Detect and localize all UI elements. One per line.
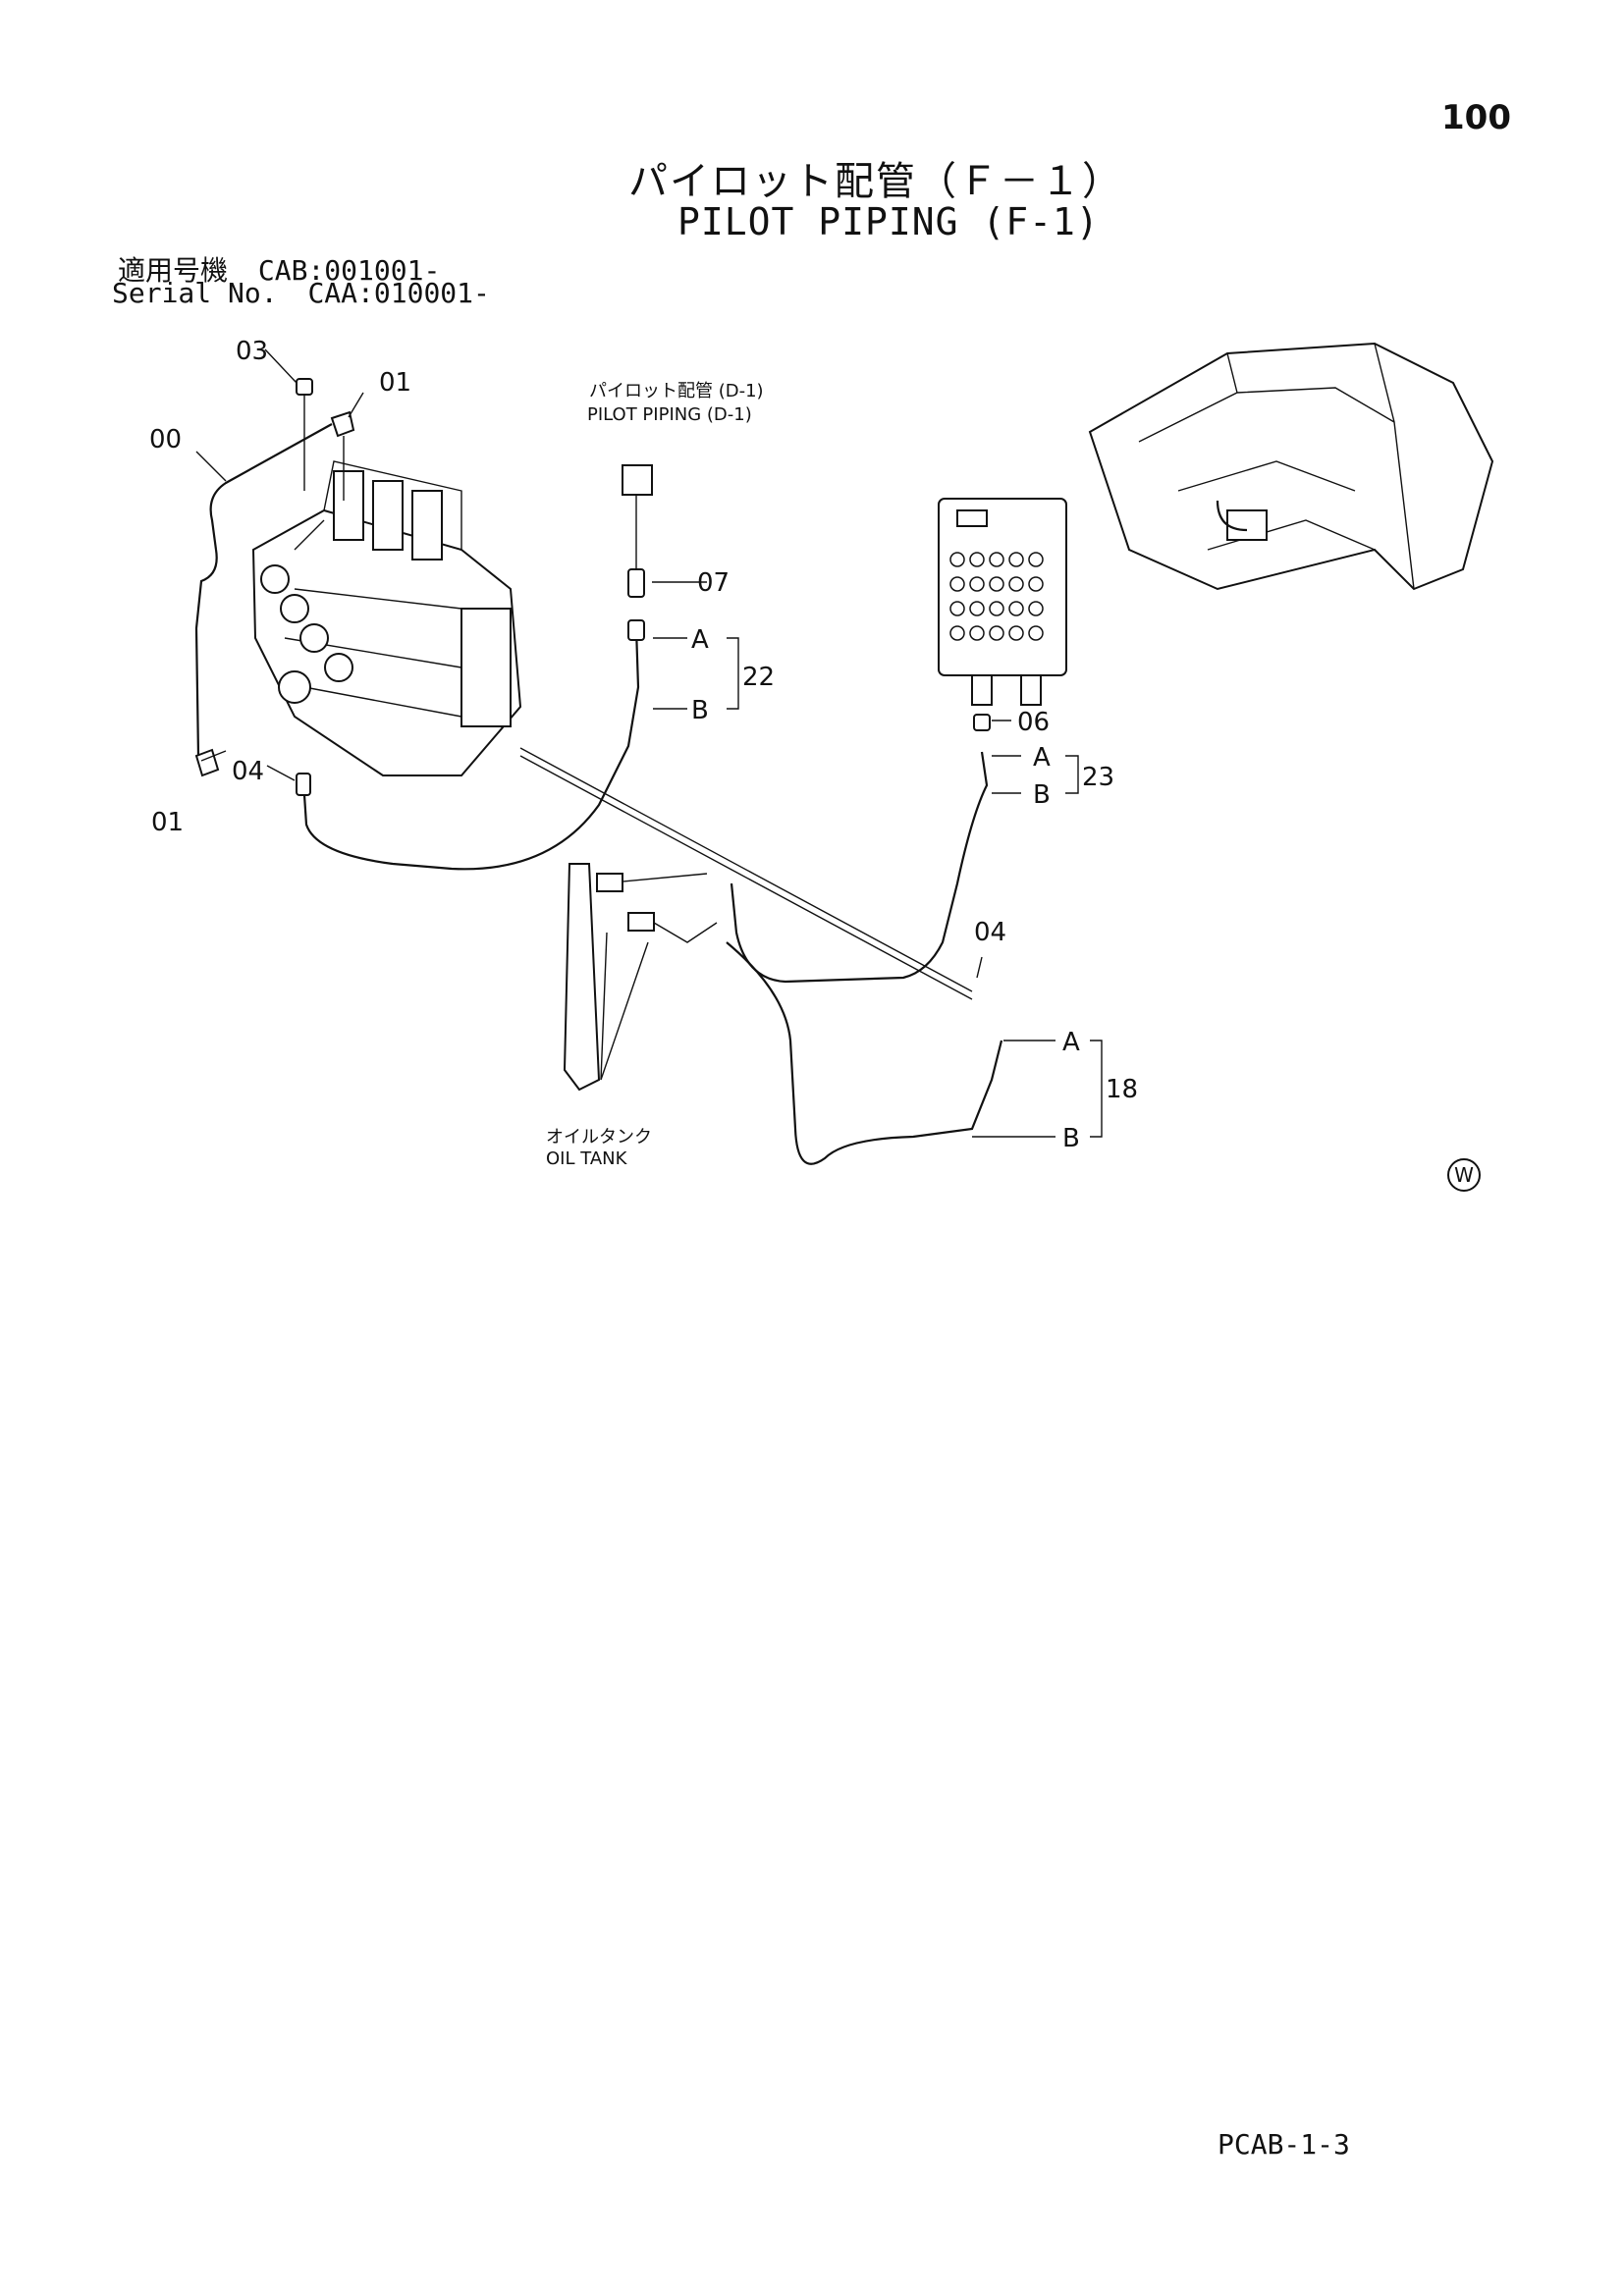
callout-04-left: 04 [232, 757, 264, 786]
fitting-06 [973, 714, 991, 731]
page-title-english: PILOT PIPING (F-1) [677, 200, 1100, 243]
port-b-23: B [1033, 780, 1051, 810]
fitting-01-bottom [194, 748, 220, 777]
excavator-location-diagram [1088, 342, 1494, 591]
footer-code: PCAB-1-3 [1218, 2128, 1350, 2161]
oil-tank-label-en: OIL TANK [546, 1148, 628, 1169]
pilot-valve-block [938, 498, 1067, 706]
fitting-04-left [296, 773, 311, 796]
callout-03: 03 [236, 337, 268, 366]
fitting-07 [622, 464, 653, 641]
diagonal-pipe [519, 747, 973, 1000]
serial-value: CAA:010001- [307, 277, 490, 309]
callout-01-top: 01 [379, 368, 411, 398]
fitting-03 [296, 378, 313, 491]
w-mark-icon: W [1447, 1158, 1481, 1192]
reference-label-jp: パイロット配管 (D-1) [589, 381, 764, 401]
port-b-22: B [691, 696, 709, 725]
callout-07: 07 [697, 568, 730, 598]
page-number: 100 [1441, 98, 1511, 137]
port-a-18: A [1062, 1028, 1080, 1057]
port-b-18: B [1062, 1124, 1080, 1153]
callout-22: 22 [742, 663, 775, 692]
fitting-01-top [330, 410, 355, 501]
hose-to-line-22 [302, 627, 640, 871]
callout-01-bottom: 01 [151, 808, 184, 837]
applicable-label: 適用号機 [118, 254, 229, 287]
applicable-value: CAB:001001- [257, 254, 441, 287]
port-a-22: A [691, 625, 709, 655]
control-valve-assembly [251, 460, 522, 776]
port-a-23: A [1033, 743, 1051, 773]
hose-18 [726, 941, 1003, 1165]
callout-04-right: 04 [974, 918, 1006, 947]
callout-18: 18 [1106, 1075, 1138, 1104]
reference-label-en: PILOT PIPING (D-1) [587, 404, 752, 425]
callout-06: 06 [1017, 708, 1050, 737]
callout-00: 00 [149, 425, 182, 454]
applicable-models-row: 適用号機 CAB:001001- [118, 249, 440, 289]
callout-23: 23 [1082, 763, 1114, 792]
oil-tank [563, 863, 718, 1092]
page-title-japanese: パイロット配管（Ｆ－１） [628, 159, 1123, 204]
serial-number-row: Serial No. CAA:010001- [112, 277, 490, 309]
leader-lines [195, 348, 1103, 1138]
oil-tank-label-jp: オイルタンク [546, 1127, 652, 1148]
serial-label: Serial No. [112, 277, 278, 309]
hose-23 [730, 751, 989, 984]
hose-00 [194, 423, 333, 757]
